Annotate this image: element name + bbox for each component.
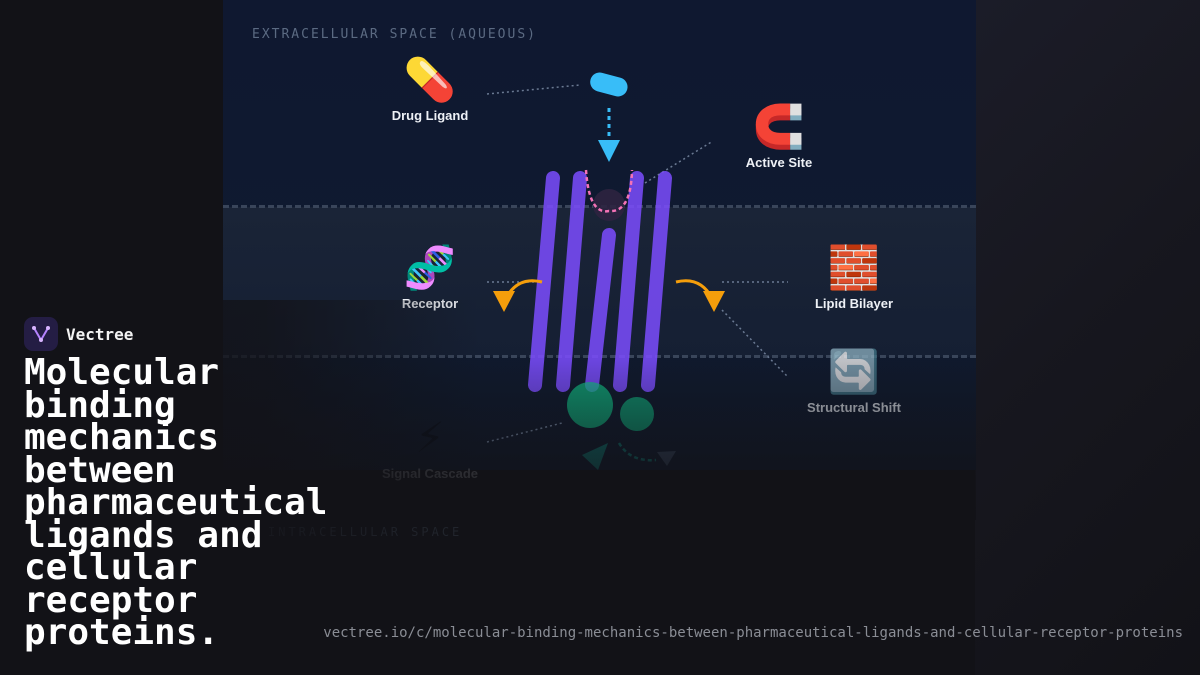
binding-pocket-outline [584,169,634,213]
drug-ligand-label: Drug Ligand [391,108,469,123]
helix-4 [613,171,644,392]
signal-arrow-curve [617,442,657,462]
signal-cascade-label: Signal Cascade [381,466,479,481]
signal-cascade-node: ⚡ Signal Cascade [360,413,500,482]
brand[interactable]: Vectree [24,317,133,351]
lipid-bilayer-node: 🧱 Lipid Bilayer [784,243,924,312]
magnet-icon: 🧲 [752,102,806,151]
structural-shift-node: 🔄 Structural Shift [784,347,924,416]
signal-arrow-right-head [657,451,676,466]
binding-pocket-core [593,189,625,221]
extracellular-space-label: EXTRACELLULAR SPACE (AQUEOUS) [252,27,537,42]
arrows-cycle-icon: 🔄 [827,347,881,396]
connector-structural-shift [721,309,789,378]
drug-ligand-node: 💊 Drug Ligand [360,55,500,124]
g-protein-beta [620,397,654,431]
brick-icon: 🧱 [827,243,881,292]
dna-icon: 🧬 [403,243,457,292]
connector-drug-ligand [486,84,581,95]
active-site-node: 🧲 Active Site [709,102,849,171]
receptor-label: Receptor [401,296,459,311]
page-title: Molecular binding mechanics between phar… [24,352,328,653]
signal-arrow-left [582,443,608,470]
background-right-gradient [975,0,1200,675]
ligand-molecule [590,72,628,97]
pill-icon: 💊 [403,55,457,104]
page-url[interactable]: vectree.io/c/molecular-binding-mechanics… [323,625,1183,641]
vectree-logo-icon [24,317,58,351]
lipid-bilayer-label: Lipid Bilayer [814,296,894,311]
shift-arrow-right-head [703,291,725,312]
connector-active-site [644,140,714,184]
helix-3 [585,228,616,392]
binding-arrow-head [598,140,620,162]
helix-2 [556,171,587,392]
active-site-label: Active Site [745,155,813,170]
helix-1 [528,171,560,392]
brand-name: Vectree [66,324,134,344]
receptor-node: 🧬 Receptor [360,243,500,312]
structural-shift-label: Structural Shift [807,400,901,415]
lightning-icon: ⚡ [415,413,445,462]
shift-arrow-left-head [493,291,515,312]
helix-5 [641,171,672,392]
g-protein-alpha [567,382,613,428]
